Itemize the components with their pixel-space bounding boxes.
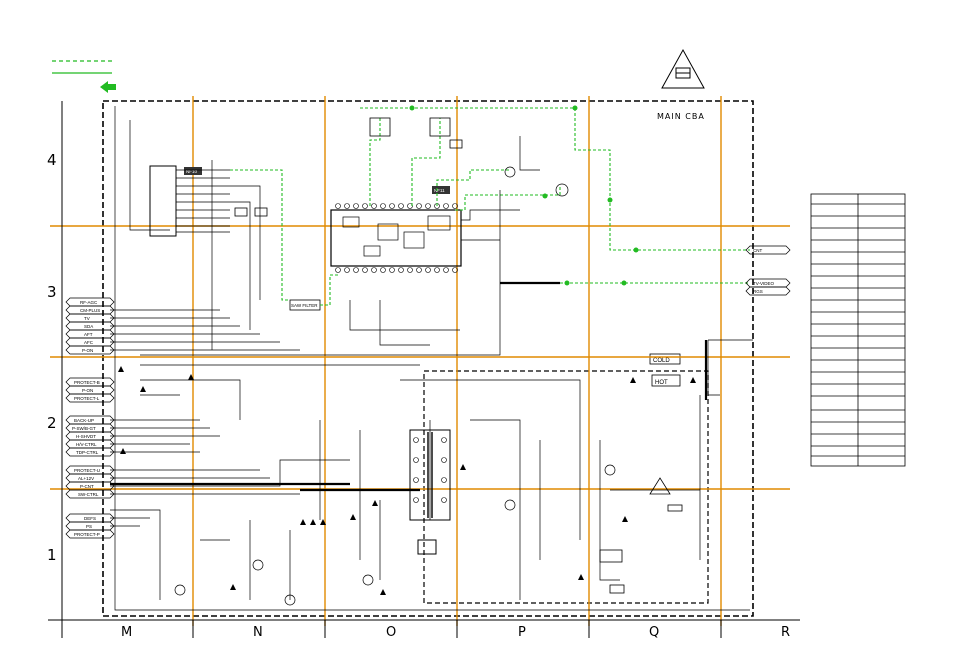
conn1-label-2: TV [84,316,90,321]
right-connectors [745,245,791,296]
hot-label: HOT [655,380,668,386]
row-label-4: 4 [47,151,57,169]
conn3-label-1: P-SW/B-GT [72,426,96,431]
transistors [174,166,616,606]
conn3-label-3: H/V-CTRL [76,442,97,447]
green-arrow-icon [100,81,116,93]
axis-ticks [192,620,722,638]
conn3-label-4: TDP-CTRL [76,450,99,455]
right-table [810,193,906,467]
conn2-label-1: P-ON [82,388,93,393]
left-connector-group-1 [65,297,115,355]
conn1-label-0: RF-AGC [80,300,98,305]
conn4-label-0: PROTECT-U [74,468,100,473]
left-connector-group-4 [65,465,115,499]
main-ic: NF11 [330,186,462,267]
ic-pins [335,203,458,273]
saw-filter: SAW FILTER [289,299,321,311]
conn5-label-1: PS [86,524,92,529]
hot-region-frame [423,370,709,604]
flyback-transformer [409,429,451,521]
conn4-label-3: SW-CTRL [78,492,99,497]
conn1-label-5: AFC [84,340,94,345]
col-label-q: Q [649,625,659,640]
col-label-m: M [121,625,132,640]
left-connector-group-5 [65,513,115,539]
warning-triangle-icon [661,48,705,89]
left-connector-group-2 [65,377,115,403]
safety-mark-icons [118,366,696,595]
conn1-label-6: P-ON [82,348,93,353]
col-label-o: O [386,625,396,640]
right-conn-label-1: TV-VIDEO [753,281,775,286]
row-label-1: 1 [47,546,57,564]
cold-label: COLD [653,358,670,364]
conn3-label-0: BACK-UP [74,418,94,423]
bold-lines [110,281,708,492]
conn2-label-2: PROTECT-L [74,396,100,401]
conn1-label-1: CM-PLUS [80,308,100,313]
conn2-label-0: PROTECT-B [74,380,100,385]
saw-filter-label: SAW FILTER [291,303,318,308]
board-title: MAIN CBA [657,112,705,121]
col-label-r: R [781,625,790,640]
conn5-label-2: PROTECT-P [74,532,100,537]
black-wiring [110,106,753,611]
fuse-warning-icon [649,477,683,512]
green-nodes [409,105,639,286]
conn1-label-3: SDA [84,324,93,329]
col-label-p: P [518,625,526,640]
tuner-unit: NF10 [149,165,230,237]
row-label-3: 3 [47,283,57,301]
left-connector-group-3 [65,415,115,457]
conn4-label-1: AL+12V [78,476,94,481]
regulator-box [417,539,437,555]
green-signal-paths [230,107,750,306]
conn1-label-4: AFT [84,332,93,337]
conn4-label-2: P-CNT [80,484,94,489]
conn5-label-0: DEFS [84,516,96,521]
nf10-label: NF10 [186,169,198,174]
legend-area [52,60,116,93]
top-components [234,117,625,594]
conn3-label-2: H-SHVDT [76,434,96,439]
main-cba-frame [102,100,754,617]
row-label-2: 2 [47,414,57,432]
nf11-label: NF11 [434,188,445,193]
right-conn-label-2: RGS [753,289,763,294]
right-conn-label-0: CNT [753,248,762,253]
col-label-n: N [253,625,263,640]
